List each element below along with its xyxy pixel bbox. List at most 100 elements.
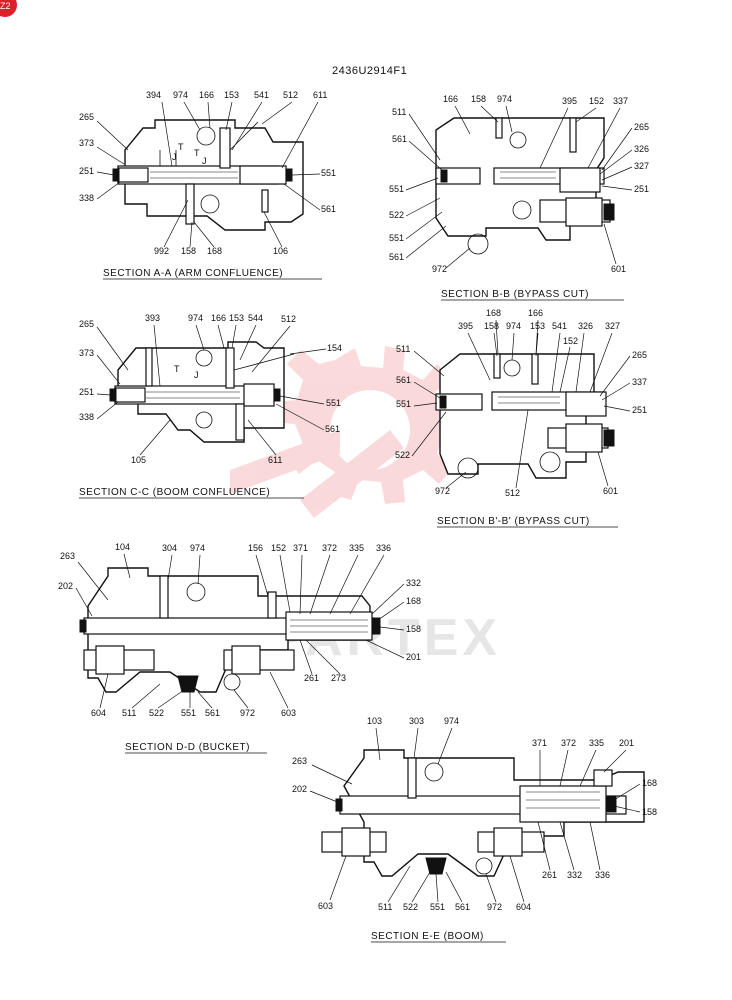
svg-text:168: 168: [486, 308, 501, 318]
svg-text:261: 261: [304, 673, 319, 683]
svg-text:972: 972: [240, 708, 255, 718]
svg-text:522: 522: [403, 902, 418, 912]
svg-text:551: 551: [181, 708, 196, 718]
label-aa-541: 541: [254, 90, 269, 100]
svg-text:551: 551: [396, 399, 411, 409]
svg-text:T: T: [194, 148, 200, 158]
label-aa-394: 394: [146, 90, 161, 100]
svg-text:168: 168: [406, 596, 421, 606]
svg-text:551: 551: [326, 398, 341, 408]
label-aa-611: 611: [313, 90, 327, 100]
svg-text:103: 103: [367, 716, 382, 726]
label-aa-561: 561: [321, 204, 336, 214]
label-aa-974: 974: [173, 90, 188, 100]
svg-text:166: 166: [443, 94, 458, 104]
svg-text:332: 332: [567, 870, 582, 880]
section-dd-drawing: [79, 567, 381, 693]
svg-text:561: 561: [392, 134, 407, 144]
section-cc-caption: SECTION C-C (BOOM CONFLUENCE): [79, 487, 270, 498]
label-aa-168: 168: [207, 246, 222, 256]
svg-text:551: 551: [430, 902, 445, 912]
corner-mark-text: Z2: [0, 1, 11, 11]
svg-text:522: 522: [389, 210, 404, 220]
svg-text:372: 372: [322, 543, 337, 553]
svg-text:522: 522: [149, 708, 164, 718]
svg-text:337: 337: [613, 96, 628, 106]
svg-text:153: 153: [229, 313, 244, 323]
svg-text:332: 332: [406, 578, 421, 588]
svg-text:152: 152: [563, 336, 578, 346]
svg-text:335: 335: [349, 543, 364, 553]
svg-text:511: 511: [122, 708, 136, 718]
section-bb-drawing: [435, 117, 615, 255]
svg-text:522: 522: [395, 450, 410, 460]
svg-text:551: 551: [389, 184, 404, 194]
svg-text:974: 974: [506, 321, 521, 331]
section-ee-caption: SECTION E-E (BOOM): [371, 931, 484, 942]
svg-text:261: 261: [542, 870, 557, 880]
svg-text:511: 511: [396, 344, 410, 354]
svg-text:601: 601: [603, 486, 618, 496]
svg-text:372: 372: [561, 738, 576, 748]
svg-text:974: 974: [497, 94, 512, 104]
svg-text:166: 166: [211, 313, 226, 323]
svg-text:373: 373: [79, 348, 94, 358]
section-ee-drawing: [321, 749, 645, 877]
svg-text:263: 263: [292, 756, 307, 766]
section-ee-labels: 103 303 974 371 372 335 201 263 168 202 …: [292, 716, 657, 943]
svg-text:371: 371: [293, 543, 308, 553]
svg-text:201: 201: [619, 738, 634, 748]
svg-text:337: 337: [632, 377, 647, 387]
label-aa-338: 338: [79, 193, 94, 203]
svg-text:T: T: [178, 142, 184, 152]
watermark-gear-logo: [230, 346, 465, 518]
svg-text:561: 561: [396, 375, 411, 385]
label-aa-251: 251: [79, 166, 94, 176]
section-aa-caption: SECTION A-A (ARM CONFLUENCE): [103, 268, 283, 279]
label-aa-992: 992: [154, 246, 169, 256]
svg-text:327: 327: [634, 161, 649, 171]
section-bb-caption: SECTION B-B (BYPASS CUT): [441, 289, 589, 300]
svg-text:152: 152: [271, 543, 286, 553]
svg-text:J: J: [194, 370, 199, 380]
section-bb-labels: 166 158 974 395 152 337 511 265 561 326 …: [389, 94, 649, 301]
label-aa-166: 166: [199, 90, 214, 100]
drawing-number: 2436U2914F1: [332, 65, 407, 77]
section-bb2-labels: 168 166 395 158 974 153 541 326 327 152 …: [395, 308, 647, 528]
svg-text:327: 327: [605, 321, 620, 331]
svg-text:974: 974: [190, 543, 205, 553]
svg-text:603: 603: [318, 901, 333, 911]
svg-text:603: 603: [281, 708, 296, 718]
svg-text:338: 338: [79, 412, 94, 422]
svg-text:544: 544: [248, 313, 263, 323]
svg-text:561: 561: [205, 708, 220, 718]
svg-text:105: 105: [131, 455, 146, 465]
section-bb2-caption: SECTION B'-B' (BYPASS CUT): [437, 516, 590, 527]
svg-text:304: 304: [162, 543, 177, 553]
svg-text:511: 511: [378, 902, 392, 912]
svg-text:371: 371: [532, 738, 547, 748]
svg-text:611: 611: [268, 455, 282, 465]
label-aa-512: 512: [283, 90, 298, 100]
svg-text:395: 395: [562, 96, 577, 106]
svg-text:273: 273: [331, 673, 346, 683]
section-cc-labels: T J 265 393 974 166 153 544 512 154 373 …: [79, 313, 342, 499]
svg-text:154: 154: [327, 343, 342, 353]
svg-text:604: 604: [516, 902, 531, 912]
svg-text:J: J: [172, 152, 177, 162]
svg-text:551: 551: [389, 233, 404, 243]
svg-text:512: 512: [505, 488, 520, 498]
svg-text:265: 265: [79, 319, 94, 329]
section-aa-drawing: [112, 119, 304, 231]
section-cc-drawing: [109, 341, 295, 443]
svg-text:511: 511: [392, 107, 406, 117]
svg-text:104: 104: [115, 542, 130, 552]
label-aa-106: 106: [273, 246, 288, 256]
svg-text:326: 326: [634, 144, 649, 154]
svg-text:201: 201: [406, 652, 421, 662]
svg-text:604: 604: [91, 708, 106, 718]
svg-text:251: 251: [79, 387, 94, 397]
svg-text:265: 265: [634, 122, 649, 132]
svg-text:T: T: [174, 364, 180, 374]
